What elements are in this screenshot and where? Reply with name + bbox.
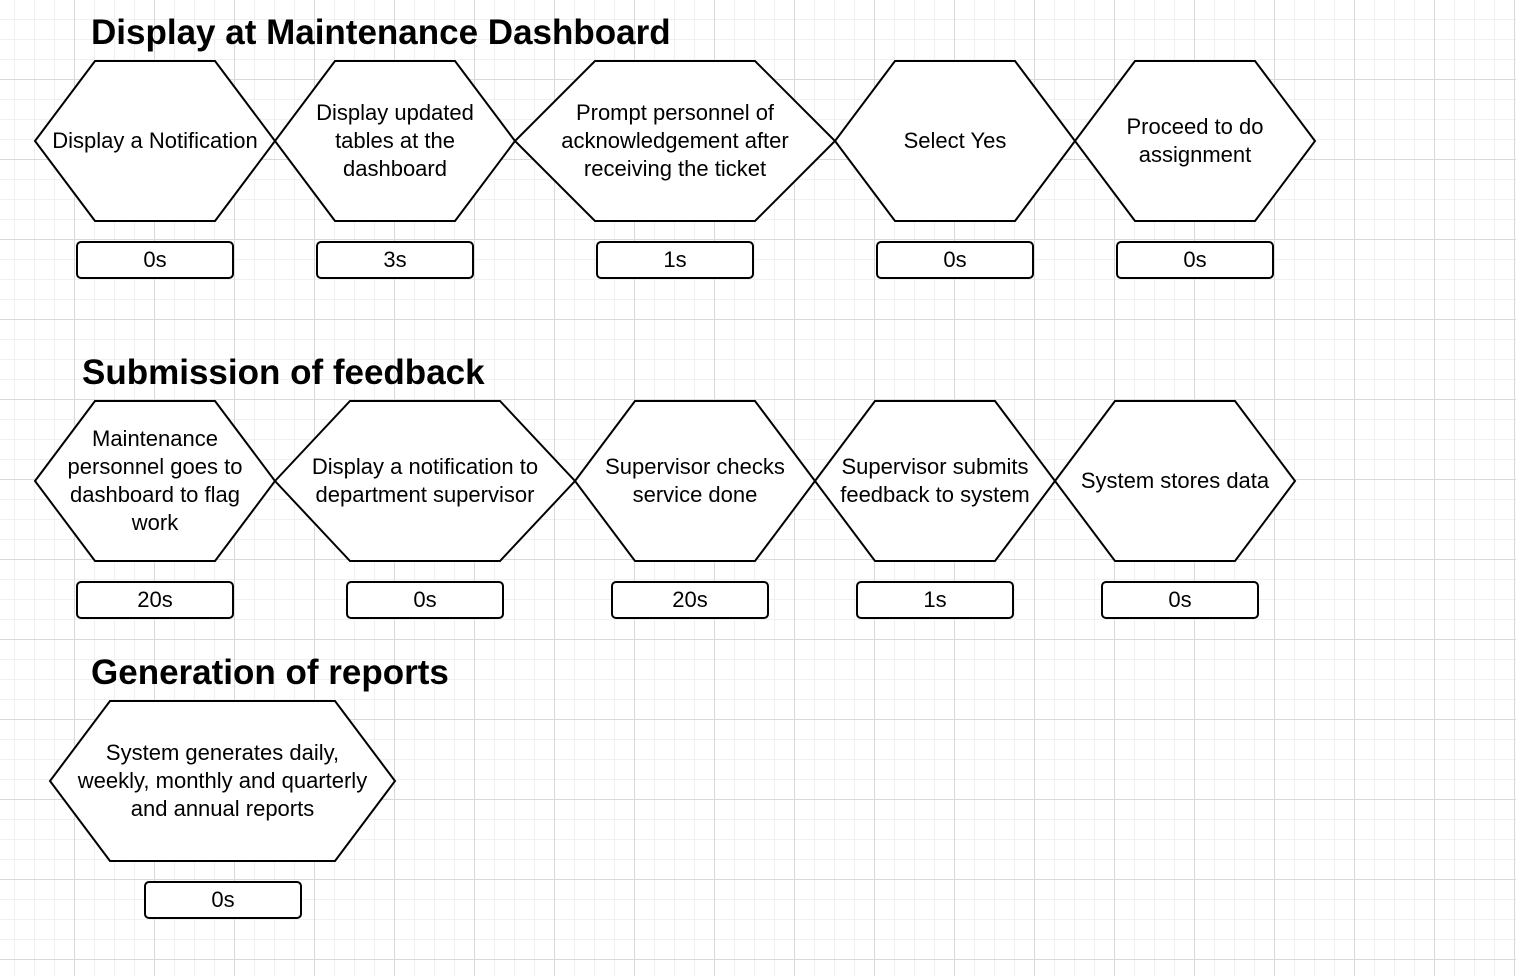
process-step-hexagon[interactable] bbox=[833, 60, 1077, 222]
step-duration-box[interactable]: 1s bbox=[596, 241, 754, 279]
step-duration-box[interactable]: 0s bbox=[876, 241, 1034, 279]
step-duration-box[interactable]: 0s bbox=[144, 881, 302, 919]
step-duration-box[interactable]: 20s bbox=[611, 581, 769, 619]
process-step-hexagon[interactable] bbox=[273, 60, 517, 222]
section-title-reports: Generation of reports bbox=[91, 653, 449, 692]
process-step-hexagon[interactable] bbox=[1073, 60, 1317, 222]
process-step-hexagon[interactable] bbox=[573, 400, 817, 562]
step-duration-box[interactable]: 1s bbox=[856, 581, 1014, 619]
process-step-hexagon[interactable] bbox=[33, 400, 277, 562]
process-step-hexagon[interactable] bbox=[813, 400, 1057, 562]
process-step-hexagon[interactable] bbox=[273, 400, 577, 562]
section-title-dashboard: Display at Maintenance Dashboard bbox=[91, 13, 671, 52]
process-step-hexagon[interactable] bbox=[513, 60, 837, 222]
step-duration-box[interactable]: 20s bbox=[76, 581, 234, 619]
step-duration-box[interactable]: 0s bbox=[76, 241, 234, 279]
step-duration-box[interactable]: 0s bbox=[1116, 241, 1274, 279]
step-duration-box[interactable]: 3s bbox=[316, 241, 474, 279]
process-step-hexagon[interactable] bbox=[33, 60, 277, 222]
step-duration-box[interactable]: 0s bbox=[346, 581, 504, 619]
step-duration-box[interactable]: 0s bbox=[1101, 581, 1259, 619]
process-step-hexagon[interactable] bbox=[48, 700, 397, 862]
section-title-feedback: Submission of feedback bbox=[82, 353, 485, 392]
process-step-hexagon[interactable] bbox=[1053, 400, 1297, 562]
